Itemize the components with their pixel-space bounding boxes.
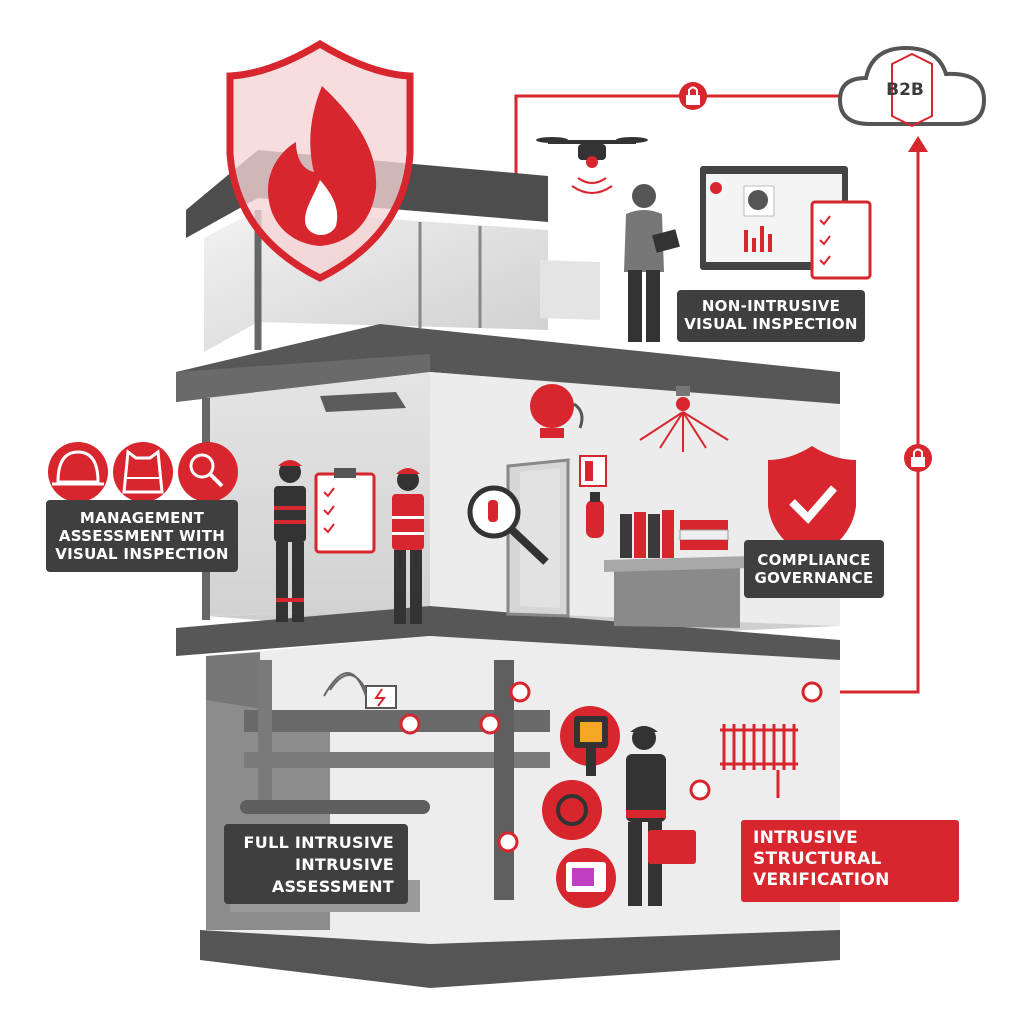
lock-icon xyxy=(679,82,707,110)
thermal-monitor-icon xyxy=(556,848,616,908)
safety-vest-icon xyxy=(113,442,173,502)
fire-alarm-bell-icon xyxy=(530,384,584,438)
management-line-2: ASSESSMENT WITH xyxy=(58,527,226,545)
thermal-camera-icon xyxy=(560,706,620,776)
compliance-line-1: COMPLIANCE xyxy=(757,551,871,569)
drone-icon xyxy=(536,137,648,194)
full-intrusive-line-2: INTRUSIVE xyxy=(294,855,394,874)
inspector-vest-figure xyxy=(392,468,424,624)
intrusive-structural-line-1: INTRUSIVE xyxy=(753,828,859,848)
cloud-icon xyxy=(837,45,987,128)
network-nodes xyxy=(399,681,823,853)
compliance-label: COMPLIANCE GOVERNANCE xyxy=(744,540,884,598)
intrusive-structural-line-2: STRUCTURAL xyxy=(753,849,882,869)
fire-shield-icon xyxy=(226,39,414,282)
management-line-1: MANAGEMENT xyxy=(79,509,205,527)
magnifier-extinguisher-icon xyxy=(467,485,549,565)
full-intrusive-line-1: FULL INTRUSIVE xyxy=(243,833,394,852)
hard-hat-icon xyxy=(48,442,108,502)
sprinkler-icon xyxy=(639,386,729,452)
radiator-icon xyxy=(720,724,798,798)
hose-reel-icon xyxy=(542,780,602,840)
dashboard-screen xyxy=(700,166,872,280)
management-line-3: VISUAL INSPECTION xyxy=(55,545,229,563)
full-intrusive-line-3: ASSESSMENT xyxy=(271,877,394,896)
full-intrusive-label: FULL INTRUSIVE INTRUSIVE ASSESSMENT xyxy=(224,824,408,904)
intrusive-structural-line-3: VERIFICATION xyxy=(753,870,890,890)
intrusive-structural-label: INTRUSIVE STRUCTURAL VERIFICATION xyxy=(741,820,959,902)
inspector-figure xyxy=(624,184,680,342)
non-intrusive-line-2: VISUAL INSPECTION xyxy=(684,315,858,333)
magnifier-icon xyxy=(178,442,238,502)
management-label: MANAGEMENT ASSESSMENT WITH VISUAL INSPEC… xyxy=(46,500,238,572)
checklist-clipboard xyxy=(314,468,376,554)
technician-figure xyxy=(626,726,696,906)
cloud-label: B2B xyxy=(886,80,924,100)
non-intrusive-label: NON-INTRUSIVE VISUAL INSPECTION xyxy=(677,290,865,342)
firefighter-figure xyxy=(274,460,306,622)
non-intrusive-line-1: NON-INTRUSIVE xyxy=(701,297,841,315)
lock-icon-2 xyxy=(904,444,932,472)
shield-check-icon xyxy=(768,446,856,560)
arrow-up-cloud xyxy=(908,136,928,152)
compliance-line-2: GOVERNANCE xyxy=(754,569,874,587)
middle-floor xyxy=(176,372,840,666)
